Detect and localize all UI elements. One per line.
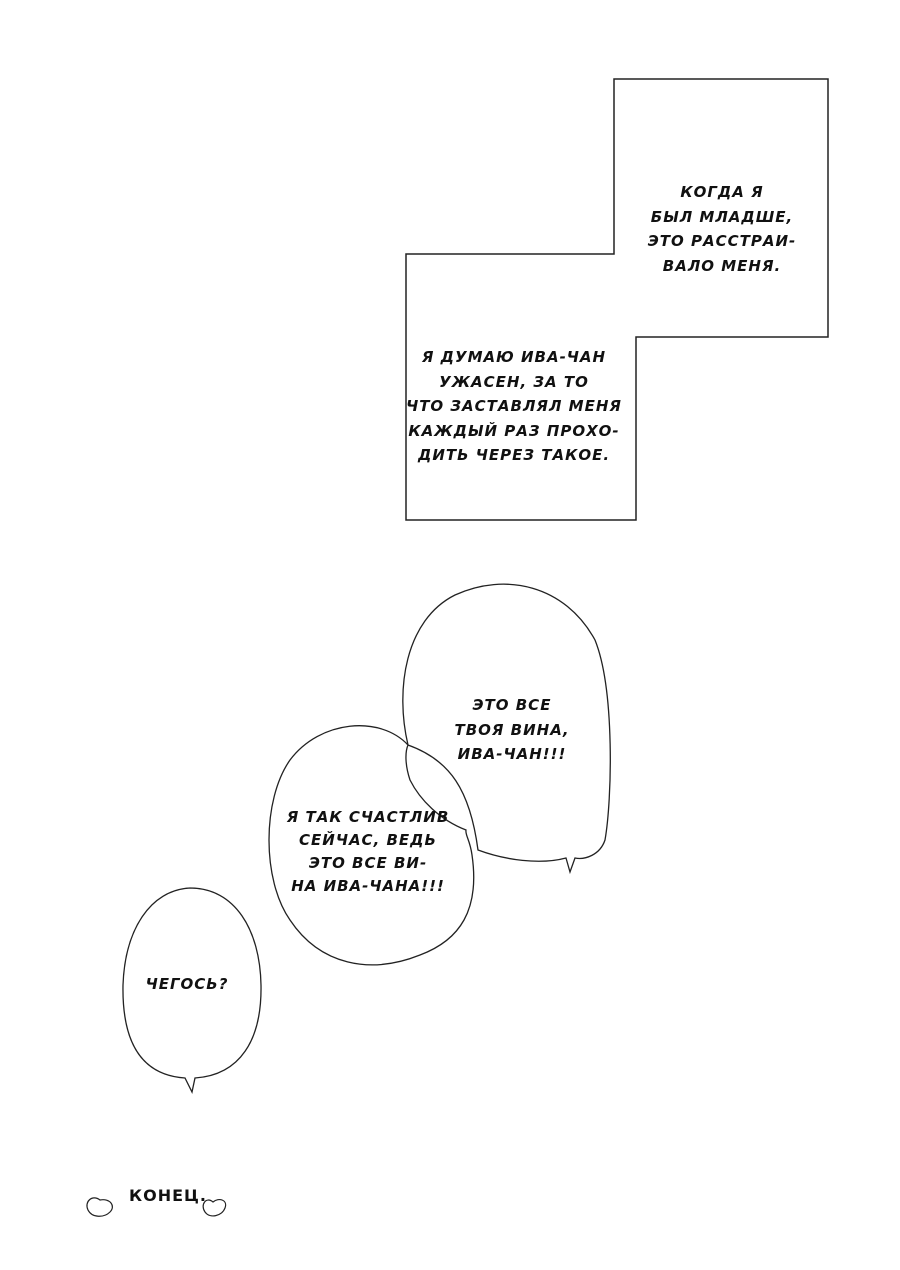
ending-label: КОНЕЦ. [129,1186,207,1205]
panel-frames [405,78,829,521]
bubble-line: ИВА-ЧАН!!! [457,745,567,763]
caption-line: УЖАСЕН, ЗА ТО [439,372,589,391]
caption-line: КОГДА Я [680,183,764,201]
bubble-line: ЭТО ВСЕ ВИ- [308,854,428,872]
heart-icon [86,1197,113,1217]
bubble-line: ТВОЯ ВИНА, [454,720,570,739]
caption-line: ЧТО ЗАСТАВЛЯЛ МЕНЯ [406,397,622,415]
caption-line: КАЖДЫЙ РАЗ ПРОХО- [408,421,620,440]
caption-younger: КОГДА Я БЫЛ МЛАДШЕ, ЭТО РАССТРАИ- ВАЛО М… [648,180,796,278]
speech-bubble-small [122,887,262,1094]
caption-iwa-chan: Я ДУМАЮ ИВА-ЧАН УЖАСЕН, ЗА ТО ЧТО ЗАСТАВ… [406,345,622,468]
bubble-line: СЕЙЧАС, ВЕДЬ [299,831,437,849]
bubble-text-upper: ЭТО ВСЕ ТВОЯ ВИНА, ИВА-ЧАН!!! [454,693,569,767]
speech-bubble-upper [402,583,611,875]
heart-icon [202,1198,227,1217]
bubble-text-small: ЧЕГОСЬ? [146,972,229,997]
caption-line: БЫЛ МЛАДШЕ, [650,207,794,226]
speech-bubble-middle [268,725,475,966]
bubble-line: ЭТО ВСЕ [472,696,552,714]
caption-line: ДИТЬ ЧЕРЕЗ ТАКОЕ. [417,446,611,464]
caption-line: ЭТО РАССТРАИ- [647,232,797,250]
bubble-line: Я ТАК СЧАСТЛИВ [286,808,450,826]
caption-line: ВАЛО МЕНЯ. [662,256,782,275]
bubble-line: ЧЕГОСЬ? [145,975,229,993]
caption-line: Я ДУМАЮ ИВА-ЧАН [421,348,607,366]
bubble-text-middle: Я ТАК СЧАСТЛИВ СЕЙЧАС, ВЕДЬ ЭТО ВСЕ ВИ- … [287,806,450,898]
bubble-line: НА ИВА-ЧАНА!!! [291,877,445,895]
